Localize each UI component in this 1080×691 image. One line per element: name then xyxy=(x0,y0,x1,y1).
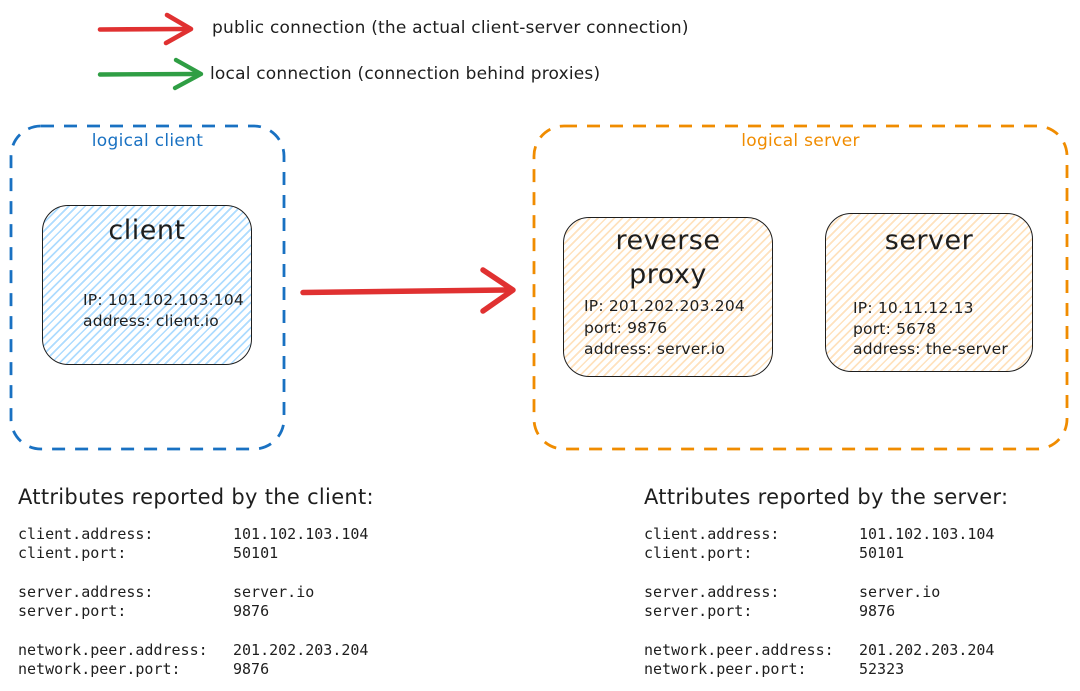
attribute-key: client.address: xyxy=(644,525,780,543)
attribute-row: network.peer.address: 201.202.203.204 xyxy=(644,641,1008,660)
server-attributes-section: Attributes reported by the server: clien… xyxy=(644,484,1008,679)
client-ip: IP: 101.102.103.104 xyxy=(83,291,244,309)
attribute-row: client.address: 101.102.103.104 xyxy=(18,525,374,544)
server-attributes-title: Attributes reported by the server: xyxy=(644,485,1009,509)
attribute-value: 201.202.203.204 xyxy=(859,641,995,659)
attribute-key: server.address: xyxy=(18,583,154,601)
attribute-row: server.address: server.io xyxy=(644,583,1008,602)
attribute-value: server.io xyxy=(233,583,315,601)
client-node: client IP: 101.102.103.104 address: clie… xyxy=(42,205,252,365)
attribute-key: network.peer.address: xyxy=(644,641,834,659)
logical-client-label: logical client xyxy=(91,131,204,151)
attribute-key: server.address: xyxy=(644,583,780,601)
server-node-details: IP: 10.11.12.13 port: 5678 address: the-… xyxy=(853,298,1008,360)
client-attributes-rows: client.address: 101.102.103.104 client.po… xyxy=(18,525,374,679)
client-node-title: client xyxy=(108,215,186,246)
attribute-row: network.peer.port: 52323 xyxy=(644,660,1008,679)
attribute-row: client.address: 101.102.103.104 xyxy=(644,525,1008,544)
client-attributes-section: Attributes reported by the client: clien… xyxy=(18,484,374,679)
legend-public-connection-label: public connection (the actual client-ser… xyxy=(212,18,689,38)
attribute-key: network.peer.port: xyxy=(18,660,181,678)
attribute-value: server.io xyxy=(859,583,941,601)
attribute-value: 52323 xyxy=(859,660,905,678)
attribute-value: 9876 xyxy=(233,602,270,620)
local-connection-legend-arrow-icon xyxy=(97,57,204,91)
attribute-value: 9876 xyxy=(859,602,896,620)
client-node-details: IP: 101.102.103.104 address: client.io xyxy=(83,290,244,331)
reverse-proxy-address: address: server.io xyxy=(584,340,726,358)
reverse-proxy-ip: IP: 201.202.203.204 xyxy=(584,297,745,315)
logical-server-boundary xyxy=(532,124,1069,451)
reverse-proxy-title-line1: reverse xyxy=(615,225,721,256)
server-ip: IP: 10.11.12.13 xyxy=(853,299,974,317)
client-to-server-arrow-icon xyxy=(300,267,516,314)
attribute-key: server.port: xyxy=(18,602,127,620)
legend-local-connection-label: local connection (connection behind prox… xyxy=(210,64,601,84)
attribute-row: server.address: server.io xyxy=(18,583,374,602)
attribute-row: network.peer.address: 201.202.203.204 xyxy=(18,641,374,660)
logical-server-label: logical server xyxy=(741,131,860,151)
reverse-proxy-title-line2: proxy xyxy=(629,259,707,290)
reverse-proxy-node: reverse proxy IP: 201.202.203.204 port: … xyxy=(563,217,773,377)
attribute-key: network.peer.address: xyxy=(18,641,208,659)
attribute-row: server.port: 9876 xyxy=(644,602,1008,621)
attribute-key: client.port: xyxy=(18,544,127,562)
attribute-value: 101.102.103.104 xyxy=(859,525,995,543)
attribute-value: 101.102.103.104 xyxy=(233,525,369,543)
attribute-value: 201.202.203.204 xyxy=(233,641,369,659)
server-address: address: the-server xyxy=(853,340,1008,358)
server-node-title: server xyxy=(884,225,974,256)
attribute-row: client.port: 50101 xyxy=(18,544,374,563)
attribute-row: server.port: 9876 xyxy=(18,602,374,621)
reverse-proxy-port: port: 9876 xyxy=(584,318,668,337)
reverse-proxy-node-details: IP: 201.202.203.204 port: 9876 address: … xyxy=(584,296,745,361)
attribute-key: client.address: xyxy=(18,525,154,543)
reverse-proxy-node-title: reverse proxy xyxy=(564,224,772,292)
logical-client-boundary xyxy=(9,124,286,451)
attribute-value: 9876 xyxy=(233,660,270,678)
public-connection-legend-arrow-icon xyxy=(97,12,194,46)
server-port: port: 5678 xyxy=(853,319,937,338)
server-node: server IP: 10.11.12.13 port: 5678 addres… xyxy=(825,213,1033,372)
attribute-key: client.port: xyxy=(644,544,753,562)
attribute-key: server.port: xyxy=(644,602,753,620)
client-attributes-title: Attributes reported by the client: xyxy=(18,485,374,509)
server-attributes-rows: client.address: 101.102.103.104 client.po… xyxy=(644,525,1008,679)
attribute-value: 50101 xyxy=(233,544,279,562)
attribute-row: network.peer.port: 9876 xyxy=(18,660,374,679)
attribute-key: network.peer.port: xyxy=(644,660,807,678)
client-address: address: client.io xyxy=(83,311,219,330)
attribute-value: 50101 xyxy=(859,544,905,562)
attribute-row: client.port: 50101 xyxy=(644,544,1008,563)
